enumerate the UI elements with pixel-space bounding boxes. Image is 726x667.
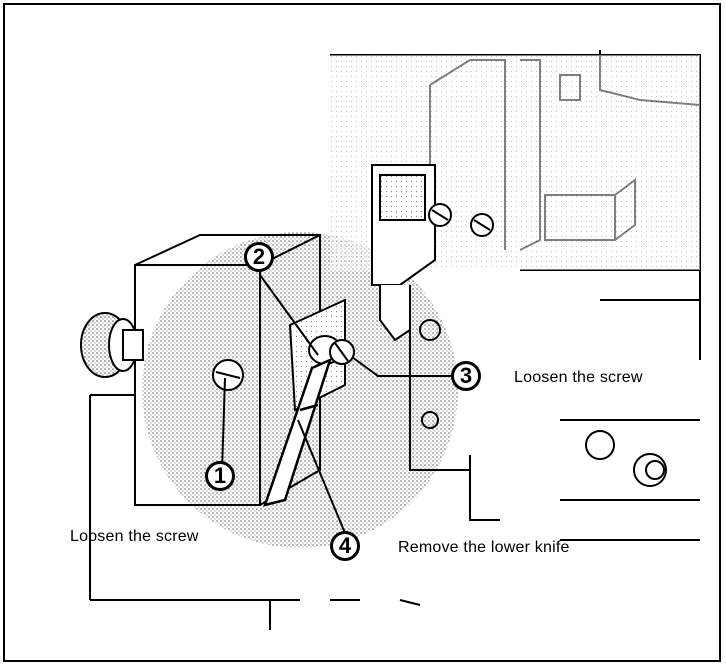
callout-3-text: Loosen the screw bbox=[514, 369, 643, 386]
callout-1-text: Loosen the screw bbox=[70, 528, 199, 545]
lower-knife bbox=[263, 357, 333, 507]
callout-4-text: Remove the lower knife bbox=[398, 539, 570, 556]
callout-3-number: 3 bbox=[451, 361, 481, 391]
leader-lines bbox=[221, 274, 453, 534]
screw-1 bbox=[212, 359, 244, 391]
callout-1-number: 1 bbox=[205, 461, 235, 491]
knife-holder bbox=[288, 164, 494, 412]
callout-4-number: 4 bbox=[330, 531, 360, 561]
callout-2-number: 2 bbox=[244, 242, 274, 272]
lower-details bbox=[269, 300, 700, 630]
front-block bbox=[89, 234, 321, 601]
screw-3 bbox=[308, 335, 355, 365]
knob bbox=[80, 312, 144, 378]
